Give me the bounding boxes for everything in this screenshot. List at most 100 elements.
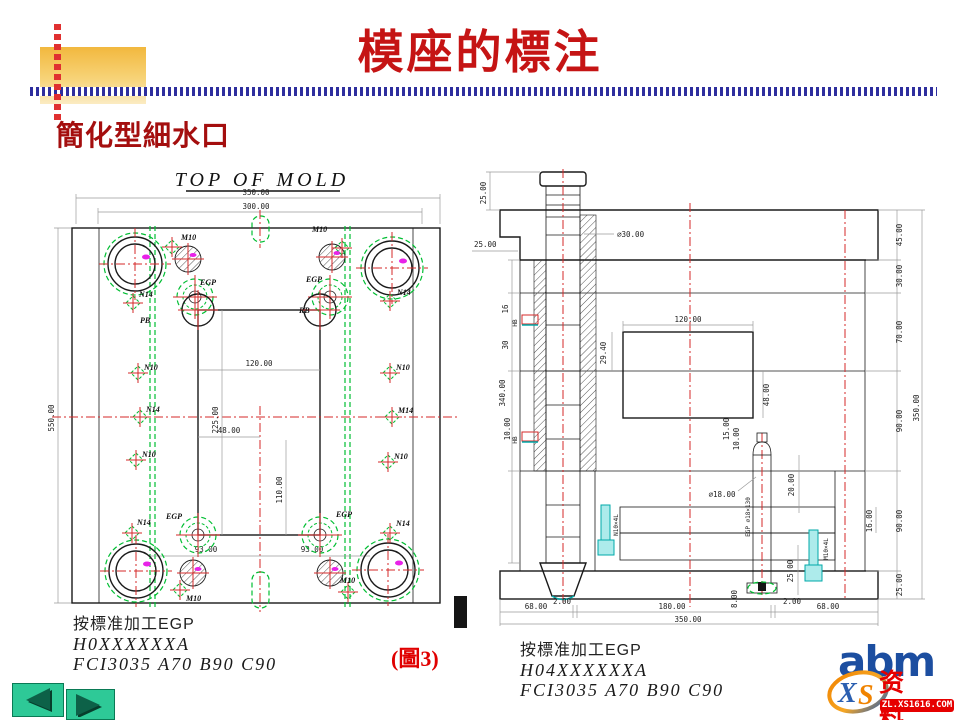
mold-code: H04XXXXXXA <box>520 660 648 680</box>
svg-text:45.00: 45.00 <box>895 223 904 246</box>
svg-text:EGP: EGP <box>199 278 216 287</box>
svg-text:HB: HB <box>512 436 519 444</box>
blue-striped-rule <box>30 87 937 96</box>
svg-text:M10: M10 <box>339 576 355 585</box>
egp-guide-circles <box>172 274 353 558</box>
ejector-guide-pin: EGP ∅18×130 <box>745 432 778 595</box>
svg-text:M10×4L: M10×4L <box>823 538 830 560</box>
dim-label: 300.00 <box>242 202 270 211</box>
mold-code: H0XXXXXXA <box>73 634 190 654</box>
svg-text:S: S <box>858 680 874 711</box>
svg-text:15.00: 15.00 <box>722 417 731 440</box>
highlighted-screws: N10×4L M10×4L <box>597 504 830 582</box>
svg-text:29.40: 29.40 <box>599 341 608 364</box>
svg-text:180.00: 180.00 <box>658 602 686 611</box>
xs-logo: X S <box>827 670 889 714</box>
svg-text:10.00: 10.00 <box>503 417 512 440</box>
dim-label: 48.00 <box>218 426 241 435</box>
svg-text:N10: N10 <box>393 452 408 461</box>
svg-text:16: 16 <box>501 304 510 314</box>
dim-label: 120.00 <box>245 359 273 368</box>
next-slide-button[interactable] <box>66 689 115 720</box>
pin-label: EGP ∅18×130 <box>745 497 752 537</box>
plate-stack <box>499 209 879 600</box>
arrow-right-icon <box>75 693 102 717</box>
svg-text:N14: N14 <box>396 288 411 297</box>
red-dotted-line <box>54 24 61 124</box>
thickness-chain-dimensions: 45.00 30.00 70.00 90.00 90.00 25.00 350.… <box>866 209 925 600</box>
mold-spec: FCI3035 A70 B90 C90 <box>73 654 278 674</box>
bottom-dimensions: 68.00 2.00 180.00 2.00 68.00 350.00 <box>499 597 879 626</box>
svg-text:HB: HB <box>512 319 519 327</box>
svg-text:M10: M10 <box>180 233 196 242</box>
left-dimensions: 25.00 25.00 ∅30.00 16 30 340.00 10.00 <box>472 171 645 564</box>
svg-text:30.00: 30.00 <box>895 264 904 287</box>
pocket-dimensions: 120.00 225.00 48.00 110.00 93.00 93.00 <box>150 310 370 557</box>
side-section-drawing: EGP ∅18×130 N10×4L M10×4L HB HB 25.00 2 <box>472 169 925 626</box>
svg-text:340.00: 340.00 <box>498 379 507 407</box>
svg-text:2.00: 2.00 <box>553 597 572 606</box>
figure-caption: (圖3) <box>391 646 439 671</box>
svg-text:25.00: 25.00 <box>479 181 488 204</box>
svg-text:EGP: EGP <box>335 510 352 519</box>
svg-text:PB: PB <box>140 316 151 325</box>
height-dimension: 550.00 <box>47 227 72 604</box>
svg-text:68.00: 68.00 <box>525 602 548 611</box>
svg-text:2.00: 2.00 <box>783 597 802 606</box>
dim-label: 93.00 <box>301 545 324 554</box>
dim-label: 225.00 <box>211 406 220 434</box>
right-drawing-notes: 按標准加工EGP H04XXXXXXA FCI3035 A70 B90 C90 <box>520 636 724 700</box>
drawing-title: TOP OF MOLD <box>175 169 349 191</box>
svg-text:350.00: 350.00 <box>674 615 702 624</box>
svg-text:∅30.00: ∅30.00 <box>617 230 645 239</box>
mold-spec: FCI3035 A70 B90 C90 <box>520 680 725 700</box>
svg-text:25.00: 25.00 <box>895 573 904 596</box>
centerlines <box>562 169 846 607</box>
slide-subtitle: 簡化型細水口 <box>56 121 231 152</box>
bolt-holes <box>121 236 403 603</box>
svg-text:120.00: 120.00 <box>674 315 702 324</box>
top-of-mold-drawing: TOP OF MOLD 350.00 300.00 550.00 <box>47 169 460 612</box>
svg-text:N14: N14 <box>136 518 151 527</box>
svg-text:350.00: 350.00 <box>912 394 921 422</box>
svg-text:X: X <box>837 678 858 709</box>
hole-labels: M10 M10 M10 M10 N10 N10 N10 N10 N14 N14 … <box>136 225 413 603</box>
svg-text:90.00: 90.00 <box>895 409 904 432</box>
dim-label: 350.00 <box>242 188 270 197</box>
svg-text:10.00: 10.00 <box>732 427 741 450</box>
svg-text:N10×4L: N10×4L <box>613 514 620 536</box>
svg-text:48.00: 48.00 <box>762 383 771 406</box>
site-name: 资料网 <box>879 668 906 720</box>
section-hatching <box>533 214 597 472</box>
slide-title: 模座的標注 <box>357 27 603 78</box>
dim-label: 93.00 <box>195 545 218 554</box>
site-url: ZL.XS1616.COM <box>880 699 954 712</box>
svg-text:30: 30 <box>501 340 510 350</box>
svg-text:N14: N14 <box>145 405 160 414</box>
svg-text:M10: M10 <box>185 594 201 603</box>
svg-text:EGP: EGP <box>165 512 182 521</box>
svg-text:20.00: 20.00 <box>787 473 796 496</box>
arrow-left-icon <box>26 688 52 712</box>
prev-slide-button[interactable] <box>12 683 64 717</box>
dim-label: 110.00 <box>275 476 284 504</box>
svg-text:N10: N10 <box>141 450 156 459</box>
svg-text:N14: N14 <box>138 290 153 299</box>
svg-text:N14: N14 <box>395 519 410 528</box>
machining-note: 按標准加工EGP <box>73 616 195 633</box>
dim-label: 550.00 <box>47 404 56 432</box>
mold-plate-outline <box>71 227 441 604</box>
svg-text:N10: N10 <box>395 363 410 372</box>
svg-text:70.00: 70.00 <box>895 320 904 343</box>
machining-note: 按標准加工EGP <box>520 642 642 659</box>
pocket-dimensions: 120.00 29.40 48.00 15.00 10.00 ∅18.00 20… <box>599 315 877 608</box>
svg-text:8.00: 8.00 <box>730 589 739 608</box>
svg-text:∅18.00: ∅18.00 <box>708 490 736 499</box>
hb-marks: HB HB <box>512 314 539 444</box>
svg-text:M10: M10 <box>311 225 327 234</box>
svg-text:25.00: 25.00 <box>474 240 497 249</box>
svg-text:68.00: 68.00 <box>817 602 840 611</box>
svg-text:16.00: 16.00 <box>865 509 874 532</box>
svg-text:EGP: EGP <box>305 275 322 284</box>
